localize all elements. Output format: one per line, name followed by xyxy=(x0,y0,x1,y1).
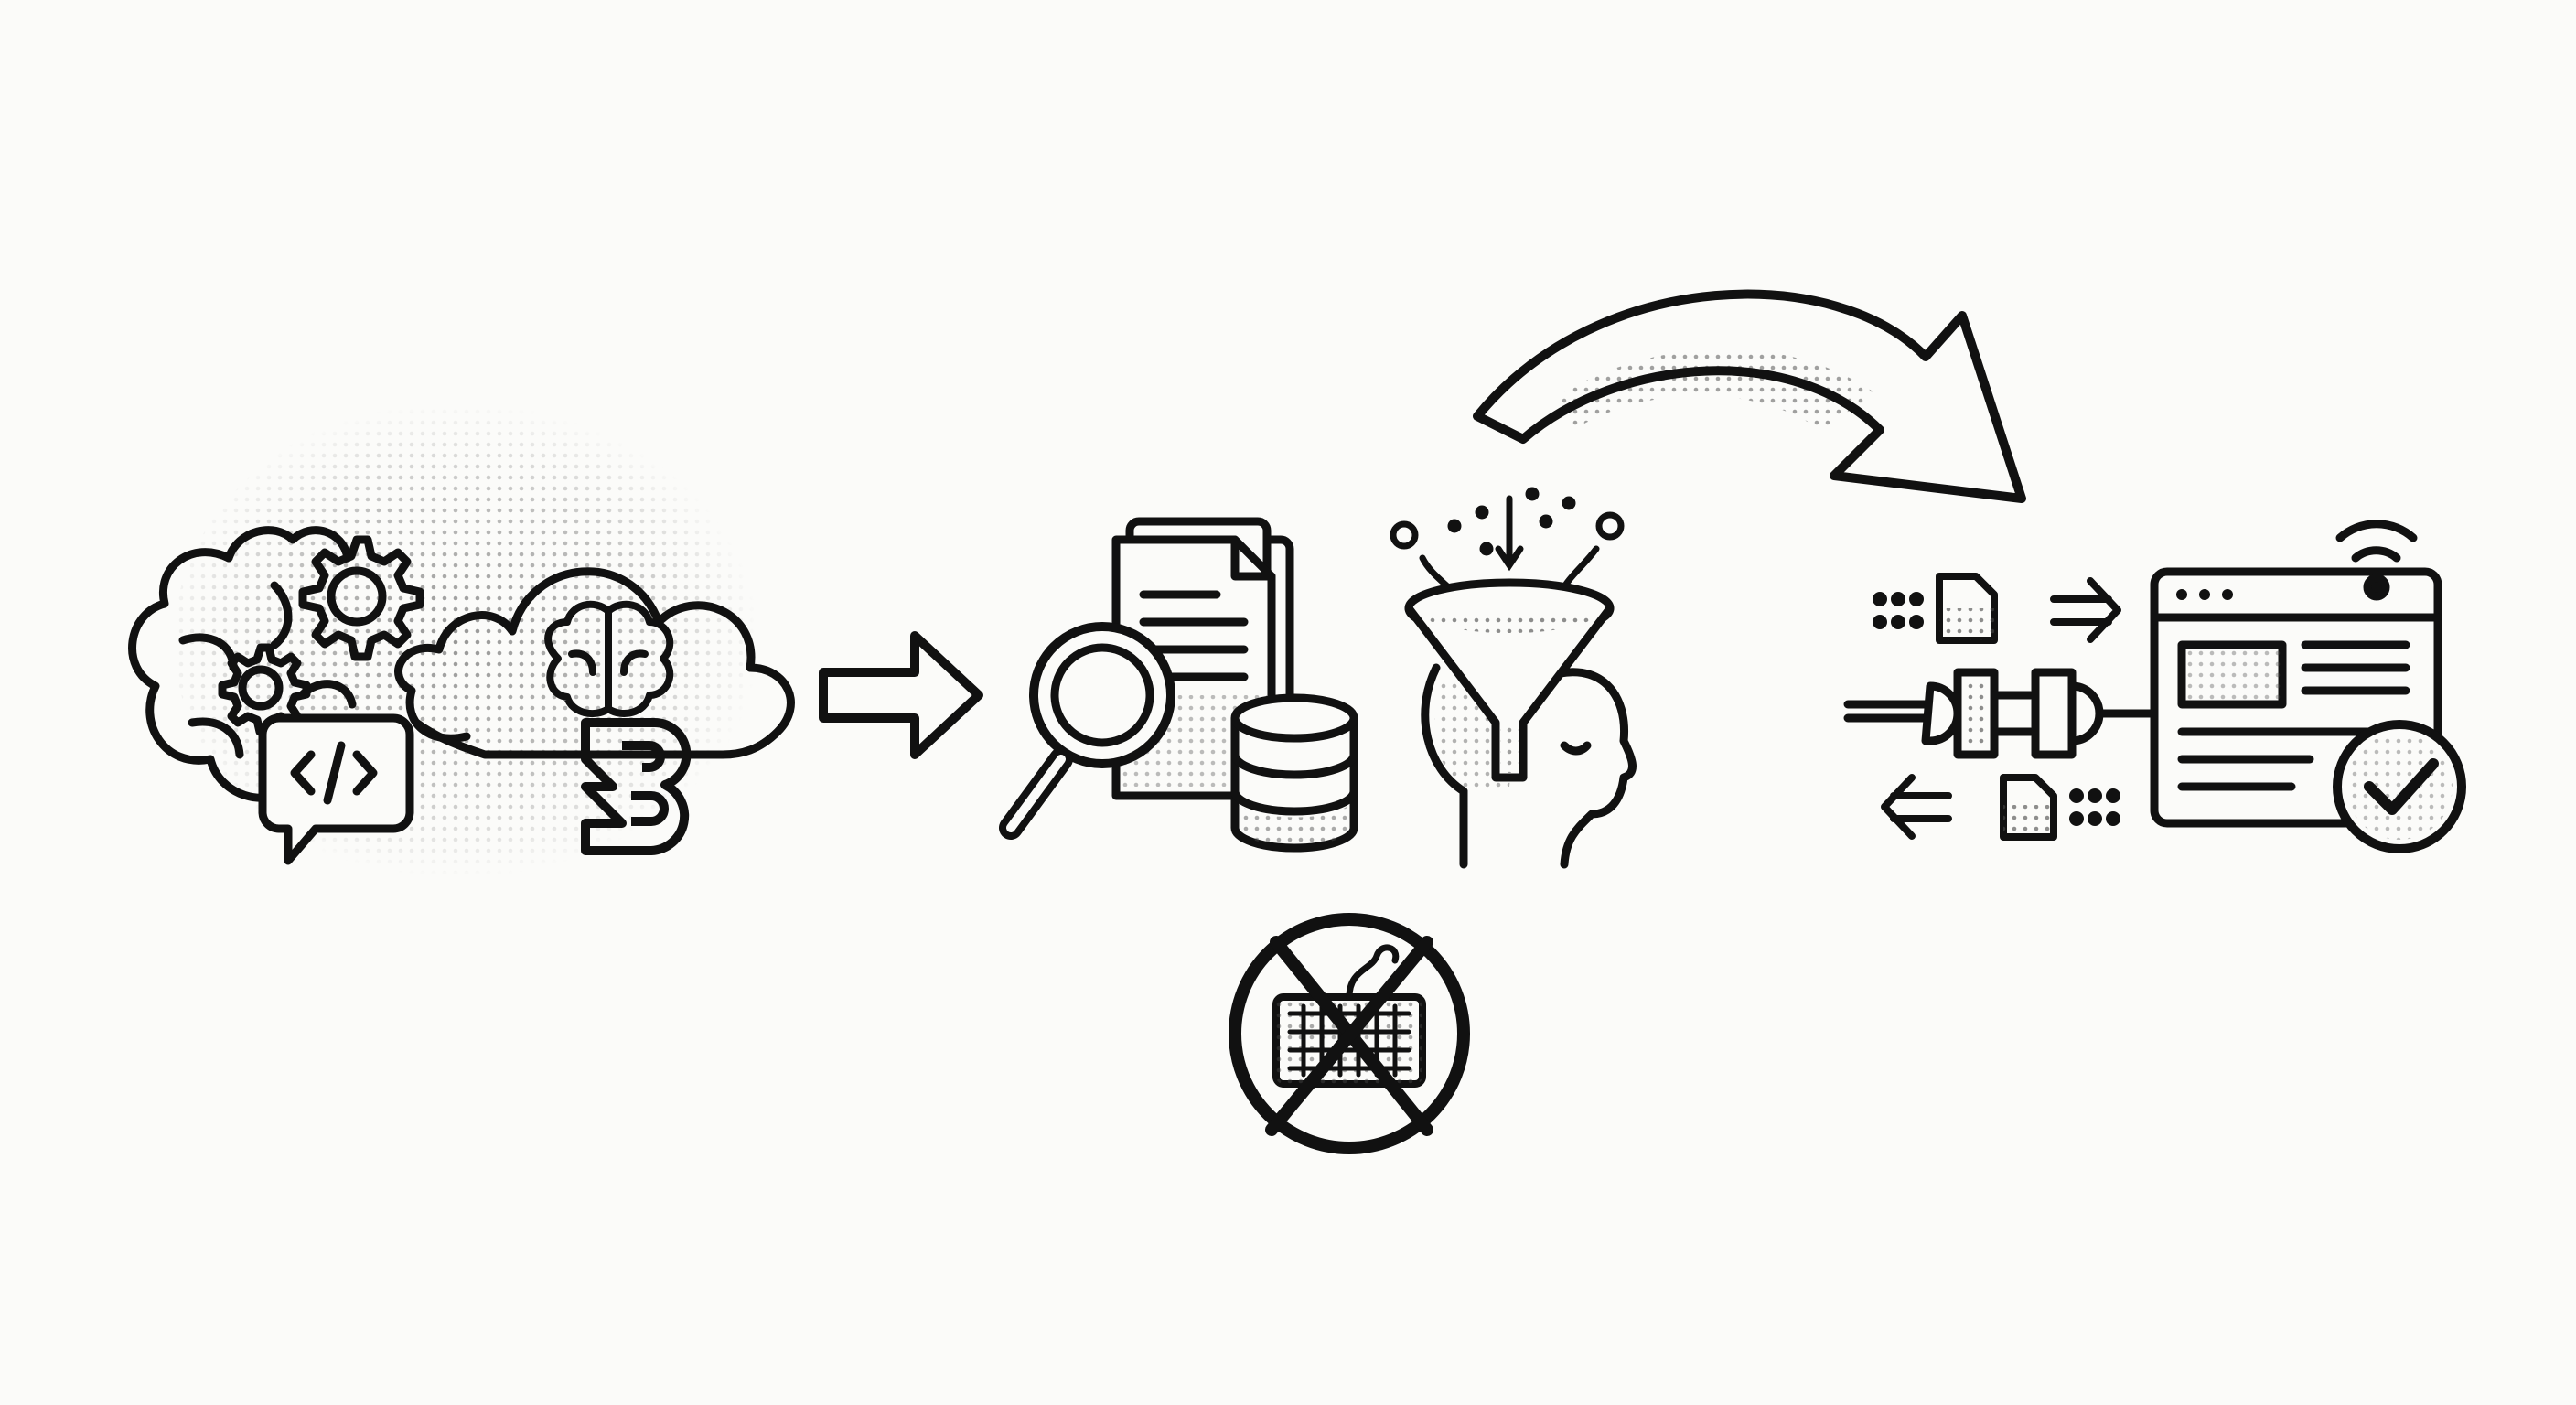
cloud-icon xyxy=(394,567,795,759)
step-focus xyxy=(1390,487,1637,869)
arrow-right xyxy=(819,631,983,759)
data-in-row xyxy=(1873,577,2121,643)
code-bubble-icon xyxy=(258,713,414,865)
head-profile-icon xyxy=(1421,663,1637,869)
logo-b-icon xyxy=(581,717,692,855)
check-circle-icon xyxy=(2333,720,2466,853)
step-ai-cloud xyxy=(128,393,795,887)
wifi-icon xyxy=(2335,520,2418,601)
funnel-icon xyxy=(1404,578,1615,782)
magnifier-icon xyxy=(999,622,1175,840)
data-out-row xyxy=(1881,774,2120,840)
plug-icon xyxy=(1843,668,2159,759)
no-keyboard-icon xyxy=(1229,913,1470,1154)
halftone-shade xyxy=(1555,349,1875,430)
step-integration xyxy=(1843,520,2466,853)
gear-icon xyxy=(298,535,424,661)
file-icon xyxy=(2000,774,2057,841)
step-research xyxy=(999,517,1358,853)
file-icon xyxy=(1936,573,1998,644)
curved-arrow xyxy=(1473,289,2026,503)
database-icon xyxy=(1230,693,1358,853)
brain-icon xyxy=(544,600,674,718)
sparkle-dots xyxy=(1390,487,1625,605)
